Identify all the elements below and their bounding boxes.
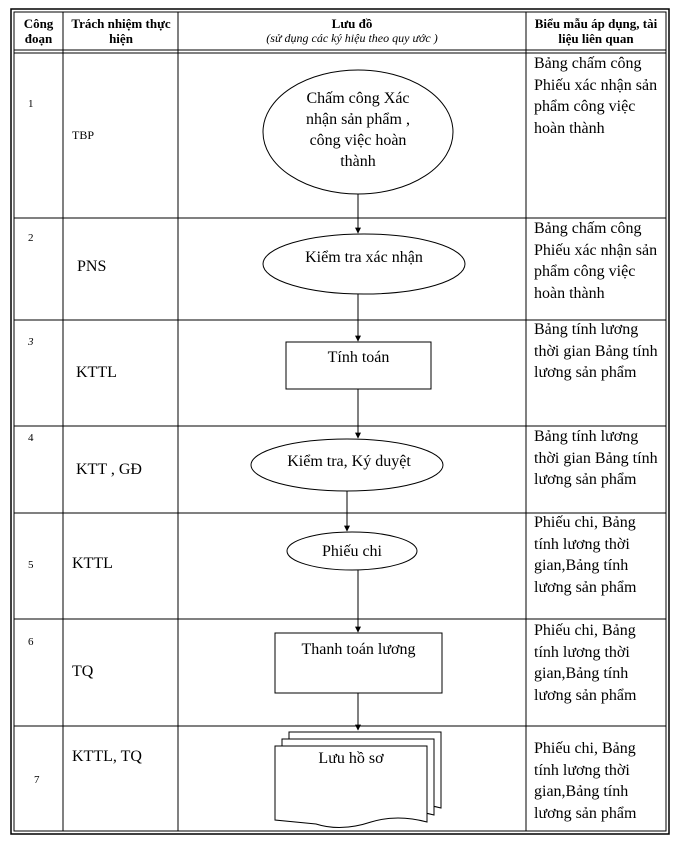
related-docs: Phiếu chi, Bảng tính lương thời gian,Bản… (534, 622, 637, 704)
flow-node-label: Kiểm tra xác nhận (305, 249, 423, 266)
responsible: KTTL (72, 555, 113, 572)
flow-node-5 (286, 531, 418, 571)
related-docs: Bảng chấm công Phiếu xác nhận sản phẩm c… (534, 220, 658, 302)
flow-node-label: Tính toán (327, 349, 390, 366)
responsible: KTTL (76, 364, 117, 381)
flow-node-3 (285, 341, 432, 390)
header-col-responsible: Trách nhiệm thực hiện (71, 16, 171, 46)
flow-node-7 (274, 731, 442, 828)
step-number: 5 (28, 559, 34, 571)
responsible: TQ (72, 663, 94, 680)
header-col-step: Công đoạn (23, 16, 54, 46)
table-inner-border (13, 11, 667, 832)
responsible: TBP (72, 128, 95, 142)
table-border (10, 8, 670, 835)
flow-node-label: Lưu hồ sơ (318, 750, 384, 767)
step-number: 6 (28, 636, 34, 648)
step-number: 7 (34, 774, 40, 786)
responsible: PNS (77, 258, 107, 275)
header-flow-title: Lưu đồ (331, 16, 373, 31)
flow-node-label: Phiếu chi (322, 543, 382, 560)
related-docs: Bảng tính lương thời gian Bảng tính lươn… (534, 321, 658, 381)
step-number: 3 (28, 336, 34, 348)
responsible: KTTL, TQ (72, 748, 142, 765)
step-number: 4 (28, 432, 34, 444)
responsible: KTT , GĐ (76, 461, 142, 478)
header-flow-subtitle: (sử dụng các ký hiệu theo quy ước ) (266, 31, 438, 45)
flow-node-6 (274, 632, 443, 694)
header-col-flow: Lưu đồ (sử dụng các ký hiệu theo quy ước… (180, 16, 524, 46)
related-docs: Bảng tính lương thời gian Bảng tính lươn… (534, 428, 658, 488)
related-docs: Phiếu chi, Bảng tính lương thời gian,Bản… (534, 514, 637, 596)
step-number: 1 (28, 98, 34, 110)
flow-node-label: Kiểm tra, Ký duyệt (287, 453, 411, 470)
flow-node-label: Thanh toán lương (301, 641, 416, 658)
related-docs: Phiếu chi, Bảng tính lương thời gian,Bản… (534, 740, 637, 822)
flow-node-2 (262, 233, 466, 295)
flow-node-label: Chấm công Xác nhận sản phẩm , công việc … (306, 90, 410, 170)
step-number: 2 (28, 232, 34, 244)
related-docs: Bảng chấm công Phiếu xác nhận sản phẩm c… (534, 55, 658, 137)
header-col-forms: Biểu mẫu áp dụng, tài liệu liên quan (534, 16, 658, 46)
